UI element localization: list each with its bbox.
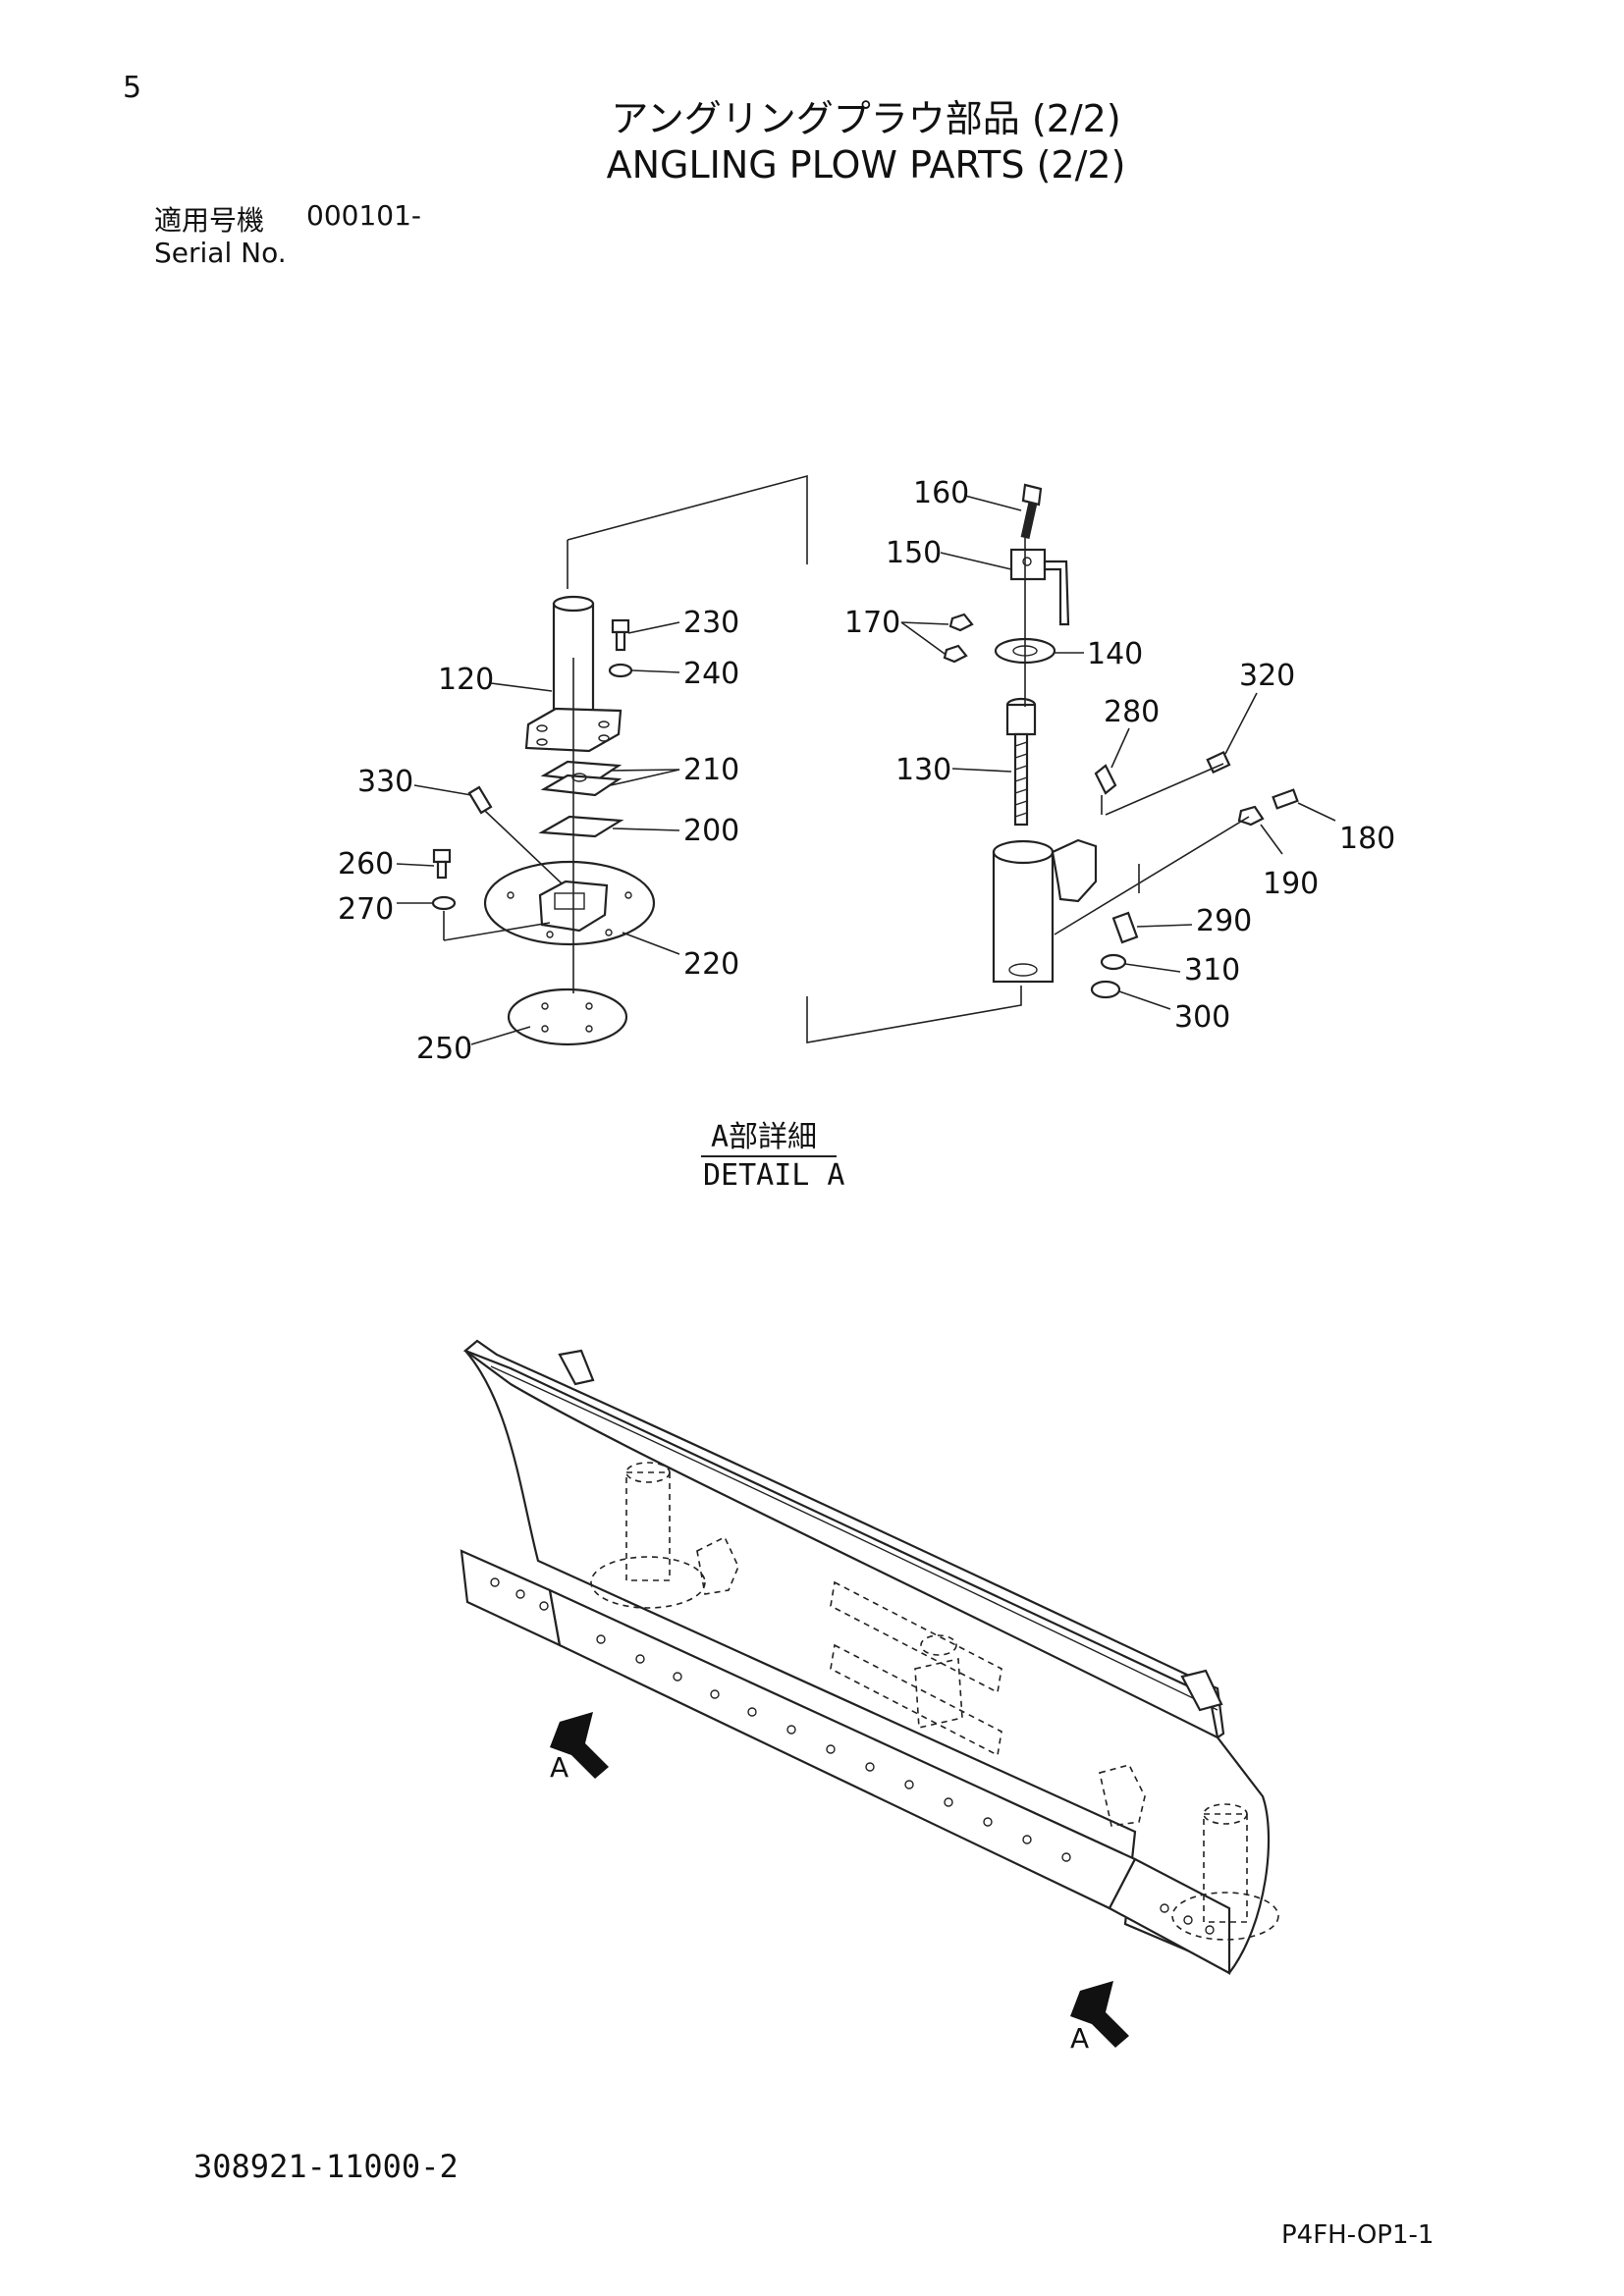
callout-210: 210 xyxy=(683,753,739,787)
cutting-edge-left xyxy=(460,1549,562,1647)
left-pivot-assembly xyxy=(431,474,808,1046)
detail-caption-english: DETAIL A xyxy=(703,1158,845,1193)
cutting-edge-right xyxy=(1108,1857,1231,1975)
cutting-edge-bolt-holes xyxy=(490,1577,1215,1935)
callout-120: 120 xyxy=(438,663,494,697)
part-250-cover-disc xyxy=(507,988,628,1046)
part-150-lock-pin xyxy=(1009,548,1070,626)
callout-290: 290 xyxy=(1196,904,1252,938)
page-number: 5 xyxy=(123,71,142,105)
callout-220: 220 xyxy=(683,947,739,982)
callout-150: 150 xyxy=(886,536,942,570)
detail-bracket-top-left xyxy=(567,474,808,564)
part-320-cap xyxy=(1206,750,1231,774)
callout-300: 300 xyxy=(1174,1000,1230,1035)
part-270-washer xyxy=(431,895,457,911)
pivot-cylinder-housing xyxy=(992,838,1098,984)
callout-260: 260 xyxy=(338,847,394,881)
right-pivot-assembly xyxy=(806,483,1299,1043)
blade-top-edge xyxy=(462,1339,1225,1739)
serial-number-value: 000101- xyxy=(306,199,421,232)
callout-170: 170 xyxy=(844,606,900,640)
page-title-english: ANGLING PLOW PARTS (2/2) xyxy=(606,143,1126,187)
callout-310: 310 xyxy=(1184,953,1240,988)
callouts: 160 150 170 140 320 280 130 180 190 290 … xyxy=(338,476,1395,1066)
part-160-bolt xyxy=(1020,483,1043,539)
detail-bracket-bottom xyxy=(806,986,1022,1043)
callout-250: 250 xyxy=(416,1032,472,1066)
callout-330: 330 xyxy=(357,765,413,799)
view-arrow-left xyxy=(550,1712,609,1779)
callout-230: 230 xyxy=(683,606,739,640)
hidden-center-frame xyxy=(830,1580,1002,1757)
callout-240: 240 xyxy=(683,657,739,691)
part-290-spring xyxy=(1111,911,1139,944)
rear-bracket-left xyxy=(558,1349,595,1386)
page-code: P4FH-OP1-1 xyxy=(1281,2220,1435,2250)
callout-180: 180 xyxy=(1339,822,1395,856)
part-310-ring xyxy=(1100,953,1127,971)
rear-bracket-right xyxy=(1180,1669,1223,1712)
callout-200: 200 xyxy=(683,814,739,848)
hidden-pivot-left xyxy=(590,1462,739,1609)
view-marker-right: A xyxy=(1070,2022,1089,2055)
callout-320: 320 xyxy=(1239,659,1295,693)
part-180-setscrew xyxy=(1272,788,1299,810)
part-330-grease-nipple xyxy=(467,785,493,815)
callout-270: 270 xyxy=(338,892,394,927)
part-130-threaded-rod xyxy=(1005,697,1037,827)
part-230-bolt xyxy=(611,618,630,652)
part-170-nuts xyxy=(943,613,974,664)
detail-caption-japanese: A部詳細 xyxy=(711,1120,817,1154)
document-number: 308921-11000-2 xyxy=(193,2148,459,2185)
callout-140: 140 xyxy=(1087,637,1143,671)
callout-190: 190 xyxy=(1263,867,1319,901)
callout-160: 160 xyxy=(913,476,969,510)
part-280-grease-nipple xyxy=(1094,764,1117,795)
part-260-bolt xyxy=(432,848,452,880)
part-210-shims xyxy=(540,760,623,797)
part-200-plate xyxy=(538,815,624,838)
serial-label-english: Serial No. xyxy=(154,237,287,269)
plow-blade-assembly xyxy=(460,1339,1279,1975)
callout-130: 130 xyxy=(895,753,951,787)
detail-caption: A部詳細 DETAIL A xyxy=(701,1120,845,1193)
view-arrow-right xyxy=(1070,1981,1129,2048)
hidden-pivot-right xyxy=(1099,1764,1279,1941)
part-190-nut xyxy=(1237,805,1265,827)
page-title-japanese: アングリングプラウ部品 (2/2) xyxy=(611,97,1121,140)
callout-280: 280 xyxy=(1104,695,1160,729)
part-220-disc xyxy=(483,860,656,946)
serial-label-japanese: 適用号機 xyxy=(154,204,265,237)
part-300-washer xyxy=(1090,980,1121,999)
view-marker-left: A xyxy=(550,1751,568,1784)
part-240-washer xyxy=(608,663,633,678)
